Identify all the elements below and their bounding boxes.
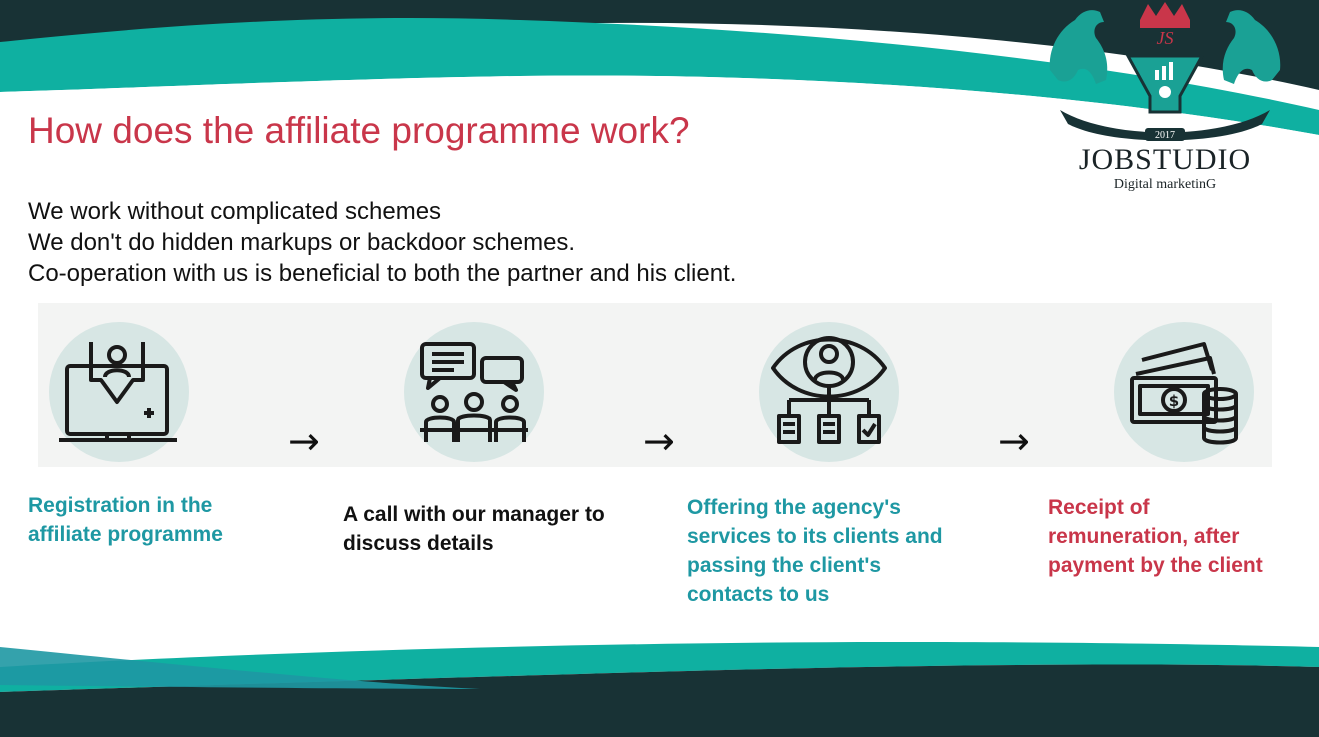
step-text-line: remuneration, after [1048,525,1240,548]
step-text-line: contacts to us [687,583,830,606]
page-title: How does the affiliate programme work? [28,110,690,151]
step-text-line: discuss details [343,532,494,555]
step-2-icon-circle [404,322,544,462]
logo-name: JOBSTUDIO [1078,143,1252,176]
step-3-text: Offering the agency's services to its cl… [687,493,943,609]
team-meeting-chat-icon [420,342,528,442]
logo-tagline: Digital marketinG [1113,177,1217,192]
step-2-text: A call with our manager to discuss detai… [343,500,605,558]
computer-registration-icon [59,342,177,442]
logo-emblem-icon: JS 2017 [1049,2,1281,141]
client-vision-documents-icon [771,336,887,444]
step-text-line: services to its clients and [687,525,943,548]
intro-line: We work without complicated schemes [28,198,442,225]
top-wave-decoration [0,0,1319,160]
money-cash-coins-icon: $ [1130,342,1238,445]
company-logo: JS 2017 JOBSTUDIO Digital marketinG [1030,0,1300,205]
step-text-line: A call with our manager to [343,503,605,526]
intro-text: We work without complicated schemes We d… [28,196,736,289]
arrow-right-icon: → [998,419,1030,463]
step-3-icon-circle [759,322,899,462]
step-1-text: Registration in the affiliate programme [28,491,223,549]
step-text-line: passing the client's [687,554,882,577]
logo-year: 2017 [1155,130,1175,141]
step-4-text: Receipt of remuneration, after payment b… [1048,493,1263,580]
step-text-line: Receipt of [1048,496,1150,519]
step-4-icon-circle: $ [1114,322,1254,462]
process-band [38,303,1272,467]
arrow-right-icon: → [643,419,675,463]
step-text-line: payment by the client [1048,554,1263,577]
bottom-wave-decoration [0,642,1319,737]
logo-initials: JS [1157,28,1174,48]
intro-line: We don't do hidden markups or backdoor s… [28,229,576,256]
svg-text:$: $ [1169,392,1179,410]
step-text-line: Registration in the [28,494,213,517]
step-1-icon-circle [49,322,189,462]
step-text-line: affiliate programme [28,523,223,546]
step-text-line: Offering the agency's [687,496,901,519]
intro-line: Co-operation with us is beneficial to bo… [28,260,737,287]
arrow-right-icon: → [288,419,320,463]
